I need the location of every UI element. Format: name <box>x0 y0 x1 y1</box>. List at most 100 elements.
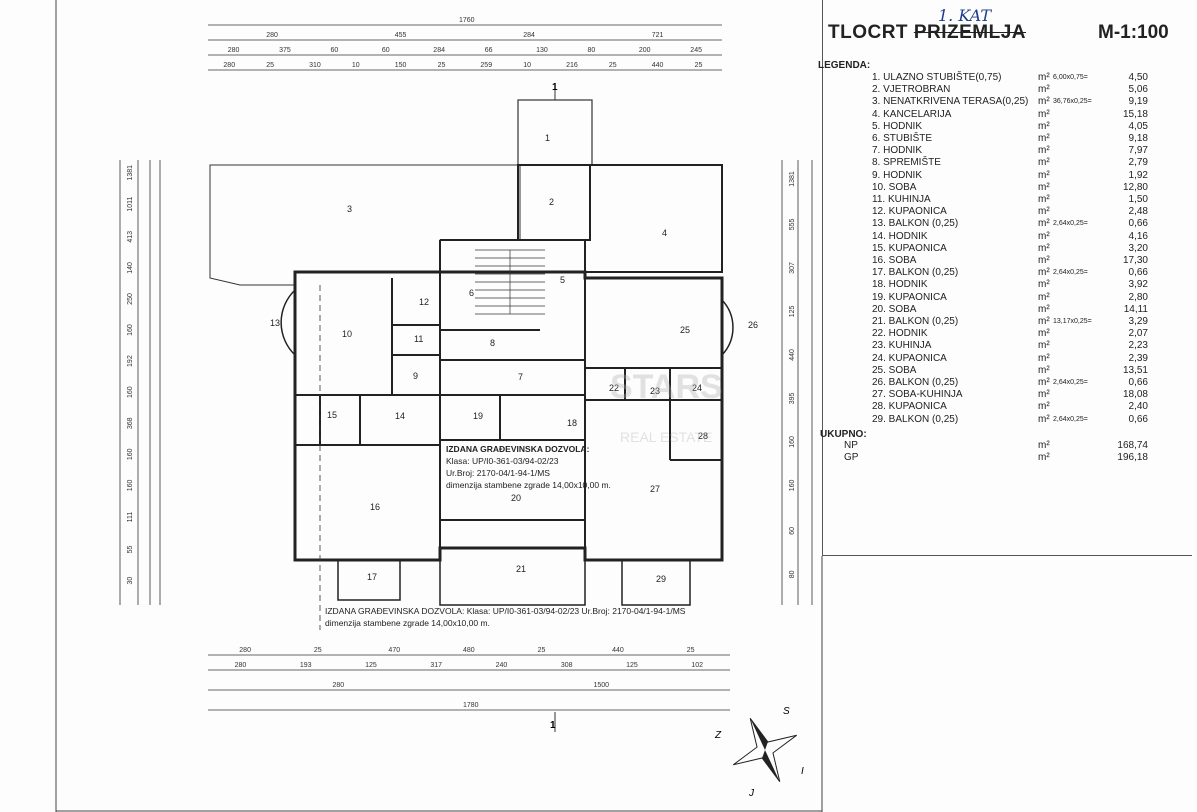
legend-header: LEGENDA: <box>818 60 871 71</box>
room-label: 21 <box>516 564 526 574</box>
compass-j: J <box>748 788 755 799</box>
dimension-value: 66 <box>485 47 493 54</box>
interior-walls <box>295 239 722 548</box>
compass-icon: S Z J I <box>714 706 804 799</box>
room-label: 1 <box>545 133 550 143</box>
dimension-value: 317 <box>430 662 442 669</box>
legend-room-name: 16. SOBA <box>872 255 917 266</box>
room-label: 3 <box>347 204 352 214</box>
office-outline <box>584 164 723 273</box>
dimension-value: 245 <box>690 47 702 54</box>
dimension-value: 440 <box>612 647 624 654</box>
dimension-value: 80 <box>588 47 596 54</box>
legend-value: 2,79 <box>1128 157 1148 169</box>
legend-room-name: 19. KUPAONICA <box>872 291 947 303</box>
permit-note: IZDANA GRAĐEVINSKA DOZVOLA: Klasa: UP/I0… <box>325 606 686 628</box>
legend-calc: 13,17x0,25= <box>1053 318 1092 325</box>
legend-unit: m² <box>1038 279 1050 291</box>
legend-unit: m² <box>1038 364 1050 376</box>
legend-unit: m² <box>1038 340 1050 352</box>
dimension-value: 395 <box>789 392 796 404</box>
dimension-value: 307 <box>789 262 796 274</box>
legend-unit: m² <box>1038 120 1050 132</box>
legend-unit: m² <box>1038 96 1050 108</box>
total-name: NP <box>844 440 858 451</box>
room-label: 27 <box>650 484 660 494</box>
legend-unit: m² <box>1038 133 1050 144</box>
title-block: TLOCRT PRIZEMLJA 1. KAT M-1:100 <box>828 6 1188 54</box>
permit-line-2: Klasa: UP/I0-361-03/94-02/23 <box>446 456 559 466</box>
permit-note-line-1: IZDANA GRAĐEVINSKA DOZVOLA: Klasa: UP/I0… <box>325 606 686 616</box>
dimension-value: 125 <box>365 662 377 669</box>
compass-i: I <box>801 766 804 777</box>
legend-room-name: 21. BALKON (0,25) <box>872 316 959 327</box>
permit-line-4: dimenzija stambene zgrade 14,00x10,00 m. <box>446 480 611 490</box>
dimension-value: 60 <box>331 47 339 54</box>
legend-room-name: 4. KANCELARIJA <box>872 108 952 120</box>
room-label: 5 <box>560 275 565 285</box>
legend-room-name: 22. HODNIK <box>872 328 928 340</box>
legend-room-name: 1. ULAZNO STUBIŠTE(0,75) <box>872 72 1002 83</box>
dimension-value: 555 <box>789 218 796 230</box>
total-unit: m² <box>1038 440 1050 451</box>
legend-value: 12,80 <box>1122 181 1148 193</box>
plan-scale: M-1:100 <box>1098 22 1169 43</box>
dimension-value: 280 <box>235 662 247 669</box>
dimension-value: 10 <box>523 62 531 69</box>
legend-room-name: 12. KUPAONICA <box>872 206 947 218</box>
terrace-outline <box>209 164 521 286</box>
legend-room-name: 17. BALKON (0,25) <box>872 267 959 279</box>
room-label: 2 <box>549 197 554 207</box>
legend-room-name: 27. SOBA-KUHINJA <box>872 389 963 401</box>
legend-value: 2,07 <box>1128 328 1148 340</box>
legend-unit: m² <box>1038 206 1050 218</box>
legend-unit: m² <box>1038 255 1050 266</box>
legend-value: 18,08 <box>1122 389 1148 401</box>
watermark-brand: STARS <box>610 368 723 406</box>
dimension-value: 280 <box>266 32 278 39</box>
room-label: 12 <box>419 297 429 307</box>
dimension-value: 25 <box>609 62 617 69</box>
dimension-value: 60 <box>382 47 390 54</box>
watermark-sub: REAL ESTATE <box>620 429 712 445</box>
legend-unit: m² <box>1038 267 1050 279</box>
legend-calc: 2,64x0,25= <box>1053 379 1088 386</box>
dimension-value: 25 <box>695 62 703 69</box>
legend-room-name: 13. BALKON (0,25) <box>872 218 959 230</box>
entrance-outline <box>517 99 593 166</box>
dimension-value: 216 <box>566 62 578 69</box>
dimension-value: 160 <box>127 479 134 491</box>
legend-value: 0,66 <box>1128 377 1148 388</box>
balcony-29 <box>621 560 691 606</box>
dimension-value: 1011 <box>127 196 134 211</box>
dimension-value: 240 <box>496 662 508 669</box>
legend-unit: m² <box>1038 413 1050 425</box>
room-label: 14 <box>395 411 405 421</box>
legend-calc: 2,64x0,25= <box>1053 220 1088 228</box>
legend-value: 2,23 <box>1128 340 1148 352</box>
legend-value: 1,92 <box>1128 169 1148 181</box>
dimension-value: 280 <box>228 47 240 54</box>
sheet-divider-bottom <box>822 555 1192 556</box>
room-label: 6 <box>469 288 474 298</box>
plan-title: TLOCRT PRIZEMLJA <box>828 22 1026 44</box>
legend-room-name: 6. STUBIŠTE <box>872 133 933 144</box>
legend-value: 0,66 <box>1128 218 1148 230</box>
dimension-value: 25 <box>538 647 546 654</box>
legend-room-name: 7. HODNIK <box>872 145 923 157</box>
legend-room-name: 23. KUHINJA <box>872 340 932 352</box>
